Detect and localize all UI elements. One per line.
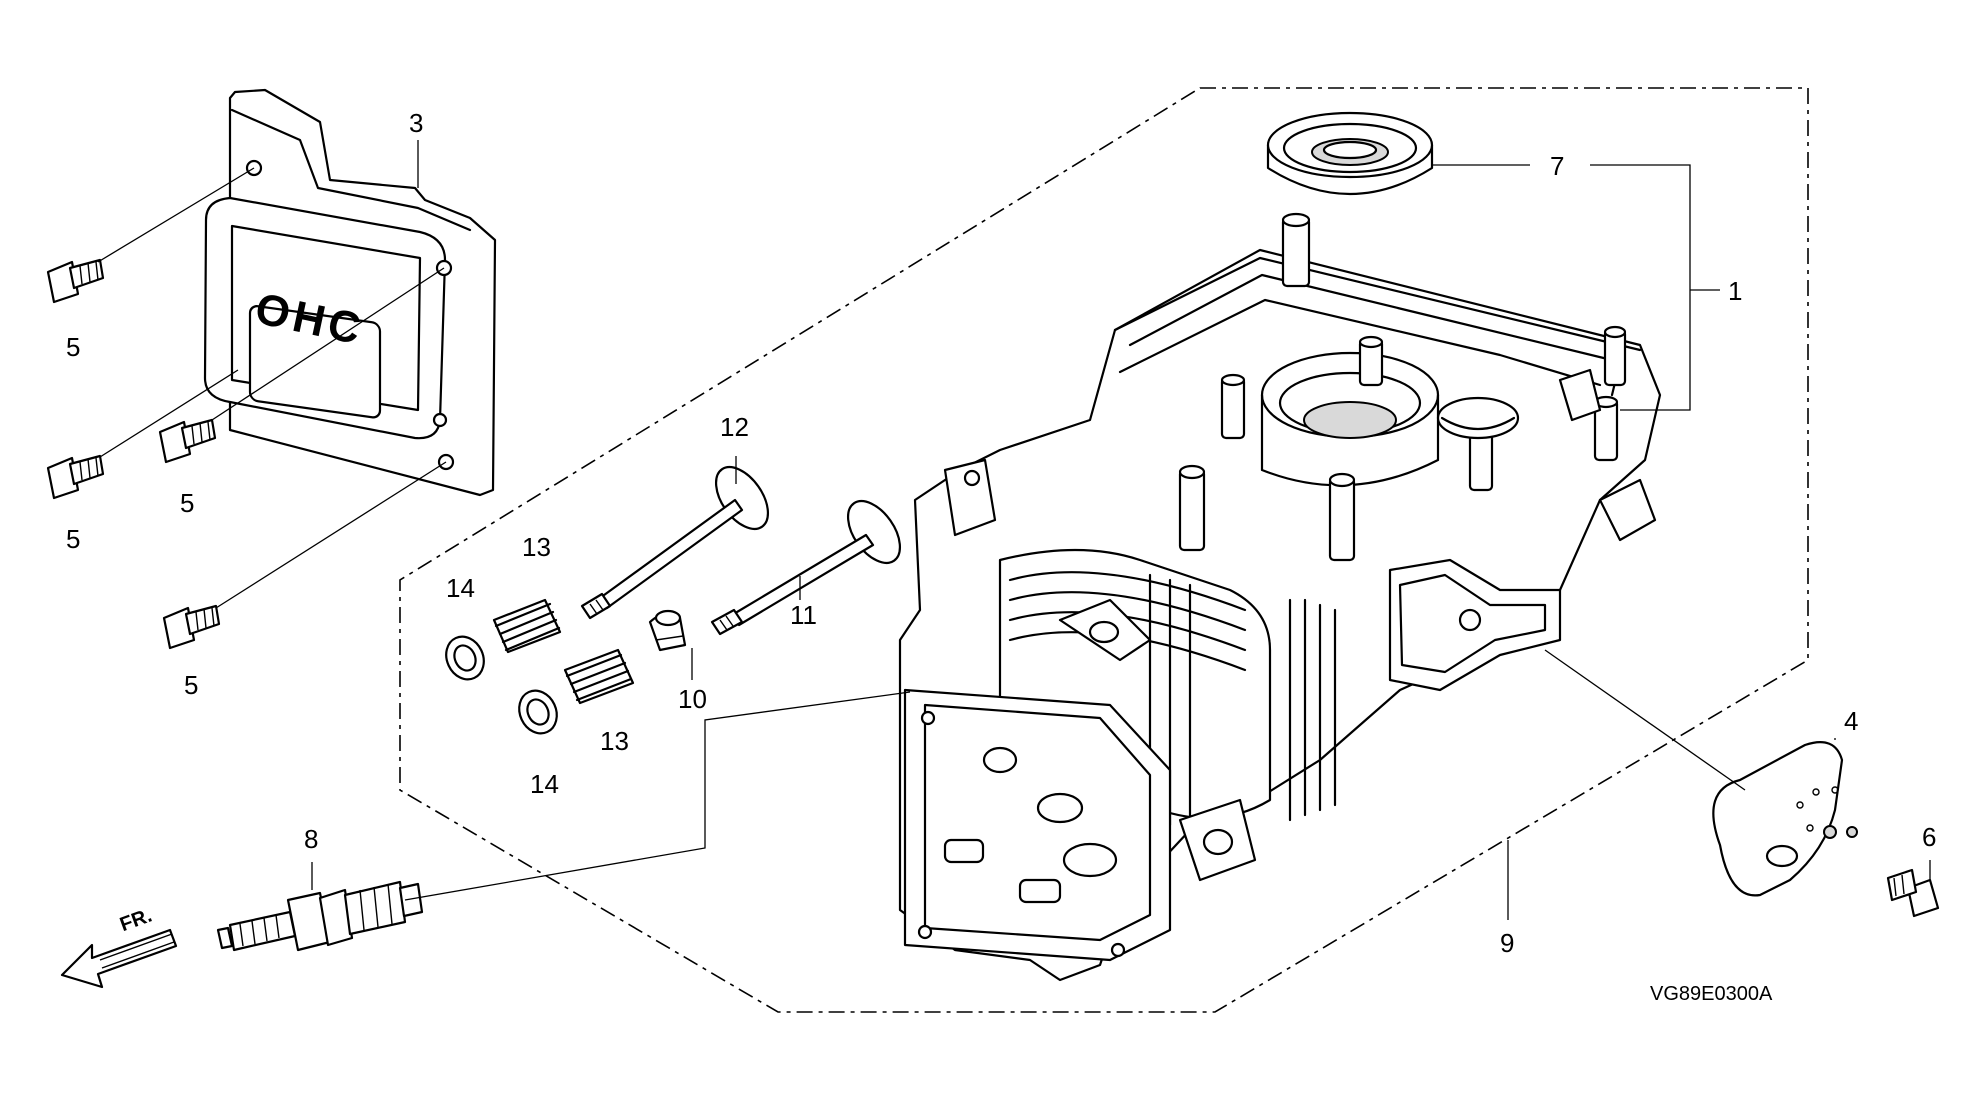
intake-valve[interactable] — [580, 458, 778, 620]
callout-14-b: 14 — [530, 769, 559, 799]
figure-code: VG89E0300A — [1650, 983, 1773, 1005]
cylinder-block[interactable] — [898, 212, 1662, 982]
callout-10: 10 — [678, 684, 707, 714]
leader-lines — [97, 140, 1931, 920]
callout-5-a: 5 — [66, 332, 80, 362]
callout-11: 11 — [790, 600, 817, 630]
callout-7: 7 — [1550, 151, 1564, 181]
callout-5-d: 5 — [184, 670, 198, 700]
valve-spring-2[interactable] — [563, 648, 635, 705]
valve-stem-seal[interactable] — [648, 609, 687, 652]
callout-8: 8 — [304, 824, 318, 854]
exhaust-valve[interactable] — [710, 492, 910, 636]
oil-seal[interactable] — [1266, 111, 1434, 196]
callout-6: 6 — [1922, 822, 1936, 852]
callout-4: 4 — [1844, 706, 1858, 736]
valve-spring-1[interactable] — [492, 598, 562, 654]
breather-gasket[interactable] — [1712, 741, 1858, 897]
callout-13-b: 13 — [600, 726, 629, 756]
callout-3: 3 — [409, 108, 423, 138]
callout-5-b: 5 — [66, 524, 80, 554]
callout-13-a: 13 — [522, 532, 551, 562]
callout-9: 9 — [1500, 928, 1514, 958]
callout-12: 12 — [720, 412, 749, 442]
front-direction-label: FR. — [117, 905, 155, 937]
spring-retainer-2[interactable] — [512, 684, 563, 739]
head-cover[interactable]: OHC — [203, 88, 497, 497]
flange-bolt-1[interactable] — [46, 258, 105, 304]
kit-boundary — [399, 87, 1809, 1013]
spark-plug[interactable] — [216, 880, 424, 952]
flange-bolt-3[interactable] — [158, 418, 217, 464]
flange-bolt-2[interactable] — [46, 454, 105, 500]
front-direction-arrow: FR. — [60, 905, 178, 989]
callout-14-a: 14 — [446, 573, 475, 603]
breather-bolt[interactable] — [1886, 868, 1940, 918]
spring-retainer-1[interactable] — [439, 630, 490, 685]
callout-5-c: 5 — [180, 488, 194, 518]
flange-bolt-4[interactable] — [162, 604, 221, 650]
callout-1: 1 — [1728, 276, 1742, 306]
